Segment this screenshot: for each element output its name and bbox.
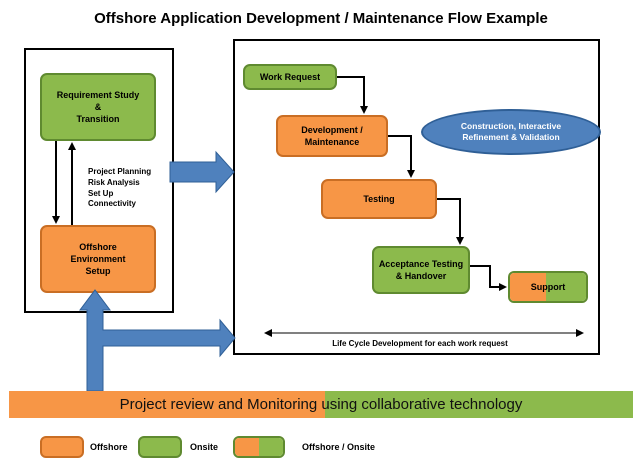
arrow-testing-to-acceptance xyxy=(437,198,464,245)
support-label: Support xyxy=(530,281,566,292)
step-item: Set Up xyxy=(88,188,114,198)
offshore-environment-label: Offshore Environment Setup xyxy=(70,241,126,277)
diagram-title: Offshore Application Development / Maint… xyxy=(94,10,548,27)
development-label: Development / Maintenance xyxy=(301,124,363,147)
testing-box: Testing xyxy=(321,179,437,219)
work-request-label: Work Request xyxy=(259,71,321,82)
legend-both-onsite-part xyxy=(259,438,283,456)
blue-arrow-monitoring xyxy=(79,289,236,392)
legend-offshore-label: Offshore xyxy=(90,442,128,452)
offshore-environment-box: Offshore Environment Setup xyxy=(40,225,156,293)
monitoring-banner xyxy=(9,391,633,418)
legend-offshore-swatch xyxy=(40,436,84,458)
lifecycle-left-head xyxy=(264,329,272,337)
acceptance-testing-label: Acceptance Testing & Handover xyxy=(378,258,464,281)
lifecycle-label: Life Cycle Development for each work req… xyxy=(332,339,508,348)
requirement-study-label: Requirement Study & Transition xyxy=(56,89,140,125)
legend-both-label: Offshore / Onsite xyxy=(302,442,376,452)
step-item: Project Planning xyxy=(88,167,152,176)
arrow-acceptance-to-support xyxy=(470,265,507,291)
legend-onsite-swatch xyxy=(138,436,182,458)
monitoring-banner-text: Project review and Monitoring using coll… xyxy=(119,396,523,413)
construction-label: Construction, Interactive Refinement & V… xyxy=(460,120,562,142)
legend-both-offshore-part xyxy=(235,438,259,456)
construction-ellipse: Construction, Interactive Refinement & V… xyxy=(421,109,601,155)
banner-onsite-segment xyxy=(325,391,633,418)
support-offshore-part xyxy=(510,273,546,301)
step-item: Connectivity xyxy=(88,199,137,209)
legend-both-swatch xyxy=(233,436,285,458)
lifecycle-right-head xyxy=(576,329,584,337)
setup-steps-list: Project Planning Risk Analysis Set Up Co… xyxy=(88,167,168,210)
arrow-work-to-dev xyxy=(337,76,368,114)
step-item: Risk Analysis xyxy=(88,177,140,187)
support-box: Support xyxy=(508,271,588,303)
arrow-dev-to-testing xyxy=(388,135,415,178)
work-request-box: Work Request xyxy=(243,64,337,90)
blue-arrow-panels xyxy=(169,150,235,194)
requirement-study-box: Requirement Study & Transition xyxy=(40,73,156,141)
legend-onsite-label: Onsite xyxy=(190,442,219,452)
acceptance-testing-box: Acceptance Testing & Handover xyxy=(372,246,470,294)
testing-label: Testing xyxy=(363,193,395,204)
support-onsite-part xyxy=(546,273,586,301)
banner-offshore-segment xyxy=(9,391,325,418)
development-box: Development / Maintenance xyxy=(276,115,388,157)
